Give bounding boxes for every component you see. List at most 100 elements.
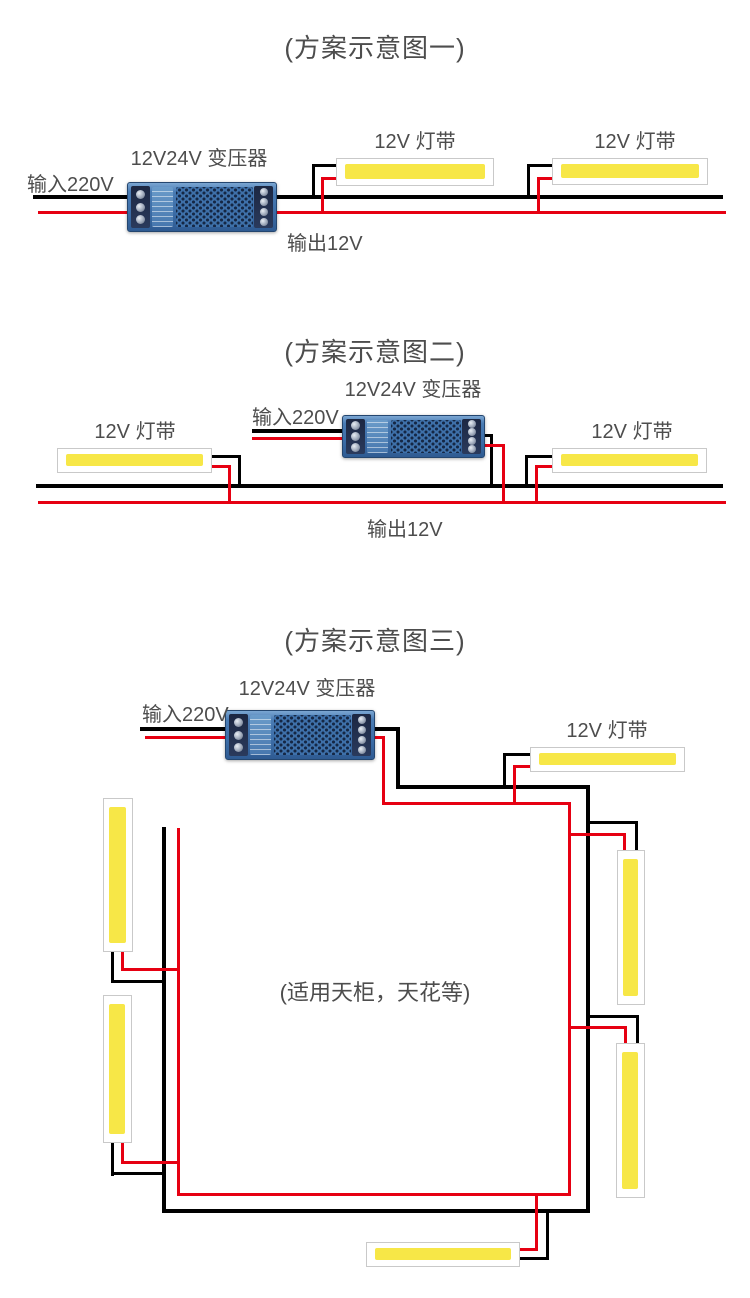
red-wire-segment [537, 177, 540, 214]
terminal-screw [351, 432, 360, 441]
red-wire-bottom-run [177, 1193, 571, 1196]
scheme3-transformer-label: 12V24V 变压器 [238, 678, 376, 700]
led-strip [530, 747, 685, 772]
black-wire-segment [396, 727, 400, 789]
terminal-screw [259, 218, 268, 226]
terminal-screw [259, 188, 268, 196]
terminal-screw [234, 743, 243, 753]
red-wire-segment [321, 177, 324, 214]
scheme3-title: (方案示意图三) [284, 626, 466, 656]
black-wire-segment [503, 753, 506, 789]
led-strip-light-bar [345, 164, 485, 179]
terminal-screw [234, 717, 243, 727]
led-strip-light-bar [375, 1248, 511, 1260]
scheme2-strip1-label: 12V 灯带 [94, 421, 176, 443]
led-strip [57, 448, 212, 473]
terminal-screw [259, 198, 268, 206]
led-strip-light-bar [561, 164, 699, 178]
terminal-screw [467, 428, 476, 437]
black-wire-segment [312, 164, 315, 199]
black-wire-right-riser [586, 785, 590, 1213]
transformer-vent-mesh [176, 187, 253, 227]
red-wire-segment [121, 968, 180, 971]
black-wire-segment [396, 785, 590, 789]
scheme2-transformer-label: 12V24V 变压器 [344, 379, 482, 401]
terminal-block [229, 714, 248, 756]
led-strip [552, 158, 708, 185]
red-wire-segment [502, 444, 505, 504]
led-strip-light-bar [539, 753, 676, 765]
red-wire-main [38, 501, 726, 504]
red-wire-segment [535, 1196, 538, 1251]
black-wire-segment [525, 455, 528, 488]
terminal-screw [259, 208, 268, 216]
scheme1-transformer-label: 12V24V 变压器 [130, 148, 268, 170]
transformer-vent-mesh [274, 715, 351, 755]
terminal-screw [467, 445, 476, 454]
terminal-screw [351, 421, 360, 430]
red-wire-segment [570, 1026, 627, 1029]
scheme3-input-label: 输入220V [142, 704, 229, 726]
red-wire-segment [513, 765, 532, 768]
terminal-screw [136, 215, 145, 225]
terminal-block [352, 714, 371, 756]
black-wire-bottom-run [162, 1209, 590, 1213]
terminal-screw [136, 189, 145, 199]
terminal-screw [357, 736, 366, 744]
terminal-block [462, 419, 481, 454]
scheme1-title: (方案示意图一) [284, 33, 466, 63]
black-wire-main [33, 195, 723, 199]
black-wire-segment [312, 164, 338, 167]
transformer-label-area [367, 420, 388, 453]
red-wire-right-riser [568, 802, 571, 1196]
black-wire-main [36, 484, 723, 488]
led-strip-light-bar [109, 1004, 125, 1134]
black-wire-segment [111, 1141, 114, 1176]
red-wire-left-riser [177, 828, 180, 1196]
red-wire-segment [513, 765, 516, 805]
red-wire-segment [252, 437, 344, 440]
red-wire-segment [483, 444, 505, 447]
scheme1-output-label: 输出12V [287, 233, 363, 255]
led-strip-light-bar [622, 1052, 638, 1189]
terminal-screw [351, 443, 360, 452]
led-strip [617, 850, 645, 1005]
terminal-screw [357, 746, 366, 754]
red-wire-segment [373, 736, 385, 739]
red-wire-segment [624, 1026, 627, 1045]
terminal-screw [357, 726, 366, 734]
transformer-label-area [152, 187, 173, 227]
transformer-device [342, 415, 485, 458]
led-strip-light-bar [109, 807, 126, 943]
black-wire-segment [140, 727, 228, 731]
black-wire-segment [490, 434, 493, 488]
black-wire-segment [252, 429, 344, 433]
led-strip [616, 1043, 645, 1198]
terminal-screw [136, 202, 145, 212]
red-wire-segment [228, 465, 231, 504]
transformer-device [127, 182, 277, 232]
terminal-screw [357, 716, 366, 724]
black-wire-segment [111, 1172, 166, 1175]
red-wire-segment [535, 465, 538, 504]
scheme2-output-label: 输出12V [367, 519, 443, 541]
terminal-block [131, 186, 150, 228]
led-strip [552, 448, 707, 473]
black-wire-segment [525, 455, 554, 458]
scheme3-strip-label: 12V 灯带 [566, 720, 648, 742]
black-wire-left-riser [162, 827, 166, 1213]
terminal-screw [467, 436, 476, 445]
red-wire-segment [535, 465, 554, 468]
red-wire-segment [570, 833, 626, 836]
led-strip [366, 1242, 520, 1267]
scheme2-strip2-label: 12V 灯带 [591, 421, 673, 443]
red-wire-segment [518, 1248, 538, 1251]
black-wire-segment [111, 980, 166, 983]
scheme1-strip2-label: 12V 灯带 [594, 131, 676, 153]
black-wire-segment [636, 1015, 639, 1045]
transformer-vent-mesh [391, 420, 461, 453]
black-wire-segment [238, 455, 241, 488]
led-strip [103, 995, 132, 1143]
black-wire-segment [635, 821, 638, 852]
